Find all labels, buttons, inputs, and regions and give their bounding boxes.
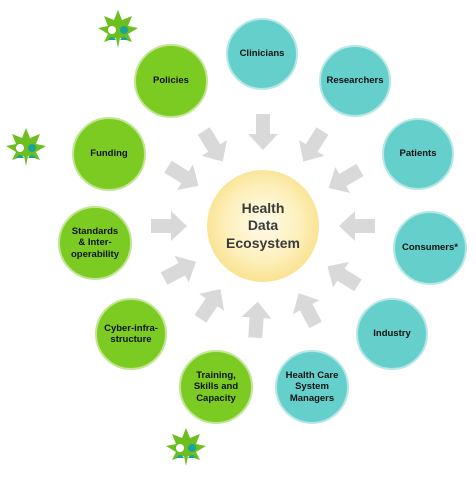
node-cyberinfrastructure: Cyber-infra- structure	[95, 298, 167, 370]
node-industry: Industry	[356, 298, 428, 370]
node-label: Health Care System Managers	[285, 369, 339, 404]
node-label: Industry	[373, 328, 411, 340]
node-funding: Funding	[72, 117, 146, 191]
node-patients: Patients	[382, 118, 454, 190]
node-standards-interoperability: Standards & Inter- operability	[58, 206, 132, 280]
inward-arrow	[151, 211, 187, 241]
node-label: Funding	[90, 148, 128, 160]
node-training-skills-capacity: Training, Skills and Capacity	[179, 350, 253, 424]
inward-arrow	[197, 127, 227, 162]
node-clinicians: Clinicians	[226, 18, 298, 90]
node-label: Patients	[399, 148, 437, 160]
inward-arrow	[241, 301, 272, 339]
inward-arrow	[299, 127, 329, 162]
node-label: Cyber-infra- structure	[104, 322, 158, 345]
node-consumers: Consumers*	[393, 211, 467, 285]
node-health-care-system-managers: Health Care System Managers	[275, 350, 349, 424]
center-label: Health Data Ecosystem	[226, 199, 300, 251]
inward-arrow	[339, 211, 375, 241]
inward-arrow	[164, 160, 199, 190]
inward-arrow	[160, 255, 196, 285]
maple-leaf-people-icon	[98, 10, 138, 48]
node-label: Researchers	[326, 75, 384, 87]
node-researchers: Researchers	[319, 45, 391, 117]
node-label: Training, Skills and Capacity	[193, 369, 239, 404]
inward-arrow	[292, 293, 322, 329]
node-label: Policies	[153, 75, 189, 87]
maple-leaf-people-icon	[166, 428, 206, 466]
inward-arrow	[248, 114, 278, 150]
node-policies: Policies	[134, 44, 208, 118]
node-label: Consumers*	[402, 242, 458, 254]
node-label: Standards & Inter- operability	[70, 225, 120, 260]
center-circle: Health Data Ecosystem	[207, 170, 319, 282]
inward-arrow	[194, 289, 224, 323]
maple-leaf-people-icon	[6, 128, 46, 166]
inward-arrow	[328, 163, 364, 193]
inward-arrow	[327, 262, 362, 292]
node-label: Clinicians	[239, 48, 285, 60]
